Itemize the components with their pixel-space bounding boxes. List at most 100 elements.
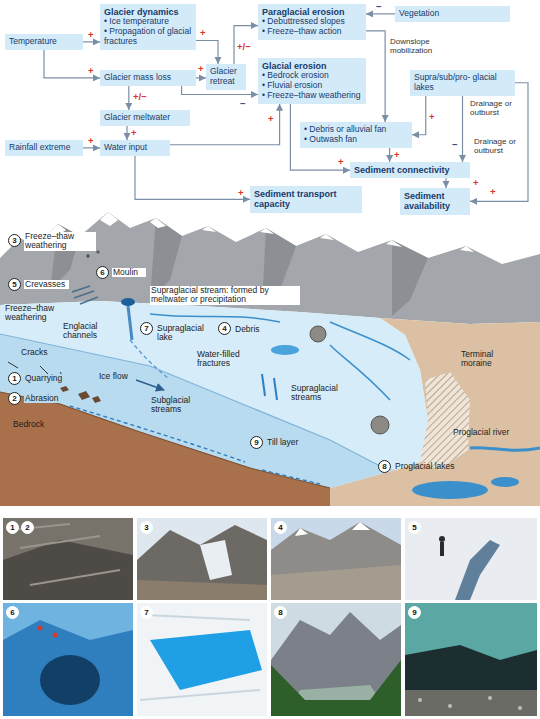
glacier-features [150, 314, 280, 322]
arrow-connector [234, 26, 258, 64]
sign-label: + [394, 150, 400, 160]
arrow-connector [412, 96, 426, 135]
photo [405, 603, 537, 716]
box-text: Glacier mass loss [104, 73, 192, 83]
bullet-line: • Debris or alluvial fan [304, 125, 408, 135]
process-box: Paraglacial erosion• Debuttressed slopes… [258, 4, 366, 40]
callout-number: 1 [8, 372, 21, 385]
glacier-features [271, 345, 299, 355]
photo [271, 660, 401, 716]
box-text: Temperature [9, 37, 79, 47]
arrow-connector [196, 41, 218, 64]
part-label: Debris [234, 325, 268, 334]
bullet-line: • Ice temperature [104, 17, 192, 27]
sign-label: + [473, 178, 479, 188]
part-label: Bedrock [12, 420, 54, 429]
callout-number: 5 [8, 278, 21, 291]
photo-number: 6 [6, 606, 19, 619]
glacier-features [136, 380, 164, 390]
photo [418, 698, 422, 702]
photo [271, 565, 401, 600]
arrow-connector [44, 50, 100, 78]
process-box: • Debris or alluvial fan • Outwash fan [300, 122, 412, 148]
edge-label: Drainage or outburst [470, 100, 522, 118]
sign-label: + [238, 188, 244, 198]
photo-number: 9 [408, 606, 421, 619]
part-label: Subglacial streams [150, 396, 210, 415]
glacier-features [72, 286, 98, 304]
glacier-features [130, 340, 168, 378]
photo [455, 540, 500, 600]
photo [448, 704, 452, 708]
arrow-connector [462, 96, 463, 162]
sign-label: − [376, 2, 382, 12]
sign-label: − [240, 99, 246, 109]
photo [3, 540, 133, 600]
photo-number: 8 [274, 606, 287, 619]
part-label: Water-filled fractures [196, 350, 256, 369]
photo [3, 603, 133, 640]
edge-label: Downslope mobilization [390, 38, 440, 56]
arrow-connector [470, 83, 528, 202]
box-text: Vegetation [399, 9, 506, 19]
box-heading: Glacier dynamics [104, 7, 192, 17]
process-box: Sediment availability [400, 188, 470, 215]
terrain [491, 477, 519, 487]
part-label: Crevasses [24, 280, 69, 289]
photo-number: 5 [408, 521, 421, 534]
box-text: • Debuttressed slopes • Freeze–thaw acti… [262, 17, 362, 37]
box-heading: Sediment availability [404, 191, 466, 212]
photo [488, 696, 492, 700]
photo [518, 706, 522, 710]
photo [137, 603, 267, 716]
photo [3, 518, 537, 716]
photo [140, 615, 260, 700]
photo [3, 603, 133, 716]
sign-label: + [88, 66, 94, 76]
arrow-connector [445, 178, 446, 188]
arrow-connector [83, 41, 100, 42]
terrain [470, 448, 540, 451]
arrow-connector [126, 126, 127, 140]
part-label: Proglacial lakes [394, 462, 470, 471]
part-label: Ice flow [98, 372, 134, 381]
arrow-connector [389, 148, 390, 162]
process-box: Rainfall extreme [5, 140, 83, 156]
photo [271, 700, 401, 716]
arrow-connector [128, 86, 129, 110]
part-label: Quarrying [24, 374, 70, 383]
bedrock [0, 392, 330, 488]
photo [137, 580, 267, 600]
box-text: Rainfall extreme [9, 143, 79, 153]
arrow-connector [366, 13, 395, 14]
edge-label: Drainage or outburst [474, 138, 524, 156]
sign-label: + [198, 64, 204, 74]
bedrock [0, 386, 330, 506]
sign-label: +/− [237, 42, 251, 52]
part-label: Freeze–thaw weathering [24, 232, 96, 251]
box-text: Water input [104, 143, 166, 153]
box-text: • Ice temperature • Propagation of glaci… [104, 17, 192, 46]
box-text: • Debris or alluvial fan • Outwash fan [304, 125, 408, 145]
sign-label: + [131, 128, 137, 138]
glacier-features [8, 286, 410, 484]
sign-label: − [452, 140, 458, 150]
box-text: Glacier retreat [210, 67, 242, 87]
bullet-line: • Fluvial erosion [262, 81, 362, 91]
box-text: Glacier meltwater [104, 113, 186, 123]
sign-label: + [429, 112, 435, 122]
mountains [50, 212, 474, 252]
part-label: Cracks [20, 348, 54, 357]
photo-number: 4 [274, 521, 287, 534]
sign-label: + [490, 187, 496, 197]
process-box: Vegetation [395, 6, 510, 22]
part-label: Moulin [112, 268, 146, 277]
part-label: Terminal moraine [460, 350, 520, 369]
glacier-features [330, 322, 410, 360]
process-box: Temperature [5, 34, 83, 50]
part-label: Proglacial river [452, 428, 534, 437]
glacier-features [310, 326, 326, 342]
photo [405, 518, 537, 600]
process-box: Glacier retreat [206, 64, 246, 90]
